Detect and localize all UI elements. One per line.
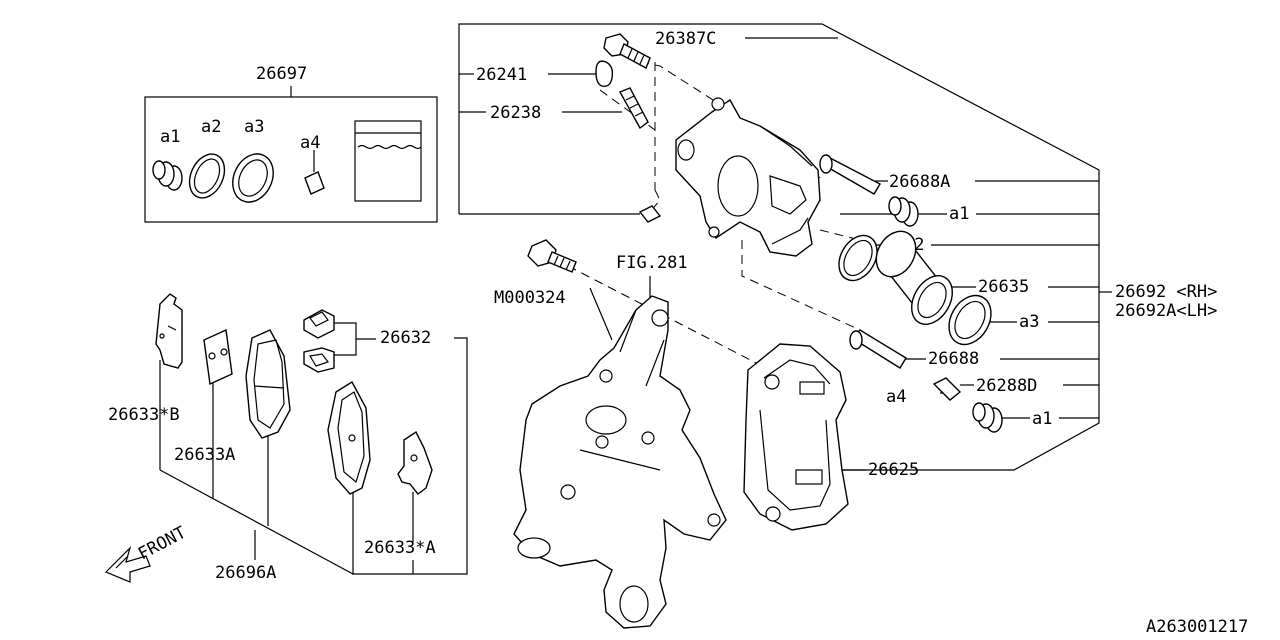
brake-pad-outer-shape: [327, 381, 371, 495]
label-right-a4: a4: [886, 387, 906, 407]
ring-a3-shape: [948, 294, 992, 346]
label-kit-a3: a3: [244, 117, 264, 137]
knuckle-fig281-shape: [513, 295, 727, 629]
kit-boot-shape: [152, 160, 183, 191]
label-26633-b: 26633*B: [108, 405, 180, 425]
seal-a2-shape: [838, 234, 878, 282]
label-right-a1-bottom: a1: [1032, 409, 1052, 429]
caliper-support-26625-shape: [743, 343, 849, 531]
boot-a1-top-shape: [888, 196, 919, 227]
kit-ring-shape: [232, 153, 274, 203]
brake-pad-inner-left-shape: [245, 329, 291, 439]
label-fig-281: FIG.281: [616, 253, 688, 273]
bolt-m000324-shape: [527, 239, 577, 273]
bolt-26387c-shape: [603, 33, 651, 69]
label-26387c: 26387C: [655, 29, 716, 49]
clip-26632-shapes: [303, 309, 335, 373]
label-front: FRONT: [135, 523, 190, 565]
cap-26241-shape: [595, 60, 614, 88]
label-26632: 26632: [380, 328, 431, 348]
label-kit-a1: a1: [160, 127, 180, 147]
shim-26633a-right-shape: [397, 430, 433, 495]
caliper-body-shape: [675, 97, 821, 257]
label-26238: 26238: [490, 103, 541, 123]
label-26692a-lh: 26692A<LH>: [1115, 301, 1217, 321]
shim-26633a-left-shape: [203, 328, 233, 386]
label-26633-a-right: 26633*A: [364, 538, 436, 558]
label-26633a-left: 26633A: [174, 445, 235, 465]
pin-26288d-shape: [932, 377, 962, 401]
label-26625: 26625: [868, 460, 919, 480]
label-26288d: 26288D: [976, 376, 1037, 396]
boot-a1-bottom-shape: [972, 402, 1003, 433]
kit-seal-shape: [188, 153, 226, 199]
piston-26635-shape: [875, 230, 953, 325]
label-26688a: 26688A: [889, 172, 950, 192]
guide-pin-26688a-shape: [819, 154, 881, 195]
label-26635: 26635: [978, 277, 1029, 297]
label-m000324: M000324: [494, 288, 566, 308]
caliper-assembly-outline: 26692 <RH> 26692A<LH>: [458, 23, 1217, 471]
front-direction-arrow: FRONT: [104, 523, 190, 583]
label-kit-a4: a4: [300, 133, 320, 153]
label-26692-rh: 26692 <RH>: [1115, 282, 1217, 302]
drawing-id: A263001217: [1146, 617, 1248, 637]
label-26688: 26688: [928, 349, 979, 369]
small-bolt-shape: [638, 205, 662, 223]
guide-pin-26688-shape: [849, 329, 907, 369]
seal-kit-box: 26697 a1 a2 a3 a4: [144, 64, 438, 223]
shim-26633b-shape: [155, 293, 183, 369]
pad-leader-lines: [159, 322, 468, 575]
label-26696a: 26696A: [215, 563, 276, 583]
label-right-a1-top: a1: [949, 204, 969, 224]
kit-pin-shape: [304, 150, 325, 195]
label-kit-a2: a2: [201, 117, 221, 137]
bleeder-26238-shape: [619, 87, 649, 130]
label-26241: 26241: [476, 65, 527, 85]
label-26697: 26697: [256, 64, 307, 84]
label-right-a3: a3: [1019, 312, 1039, 332]
grease-packet-icon: [354, 120, 422, 202]
